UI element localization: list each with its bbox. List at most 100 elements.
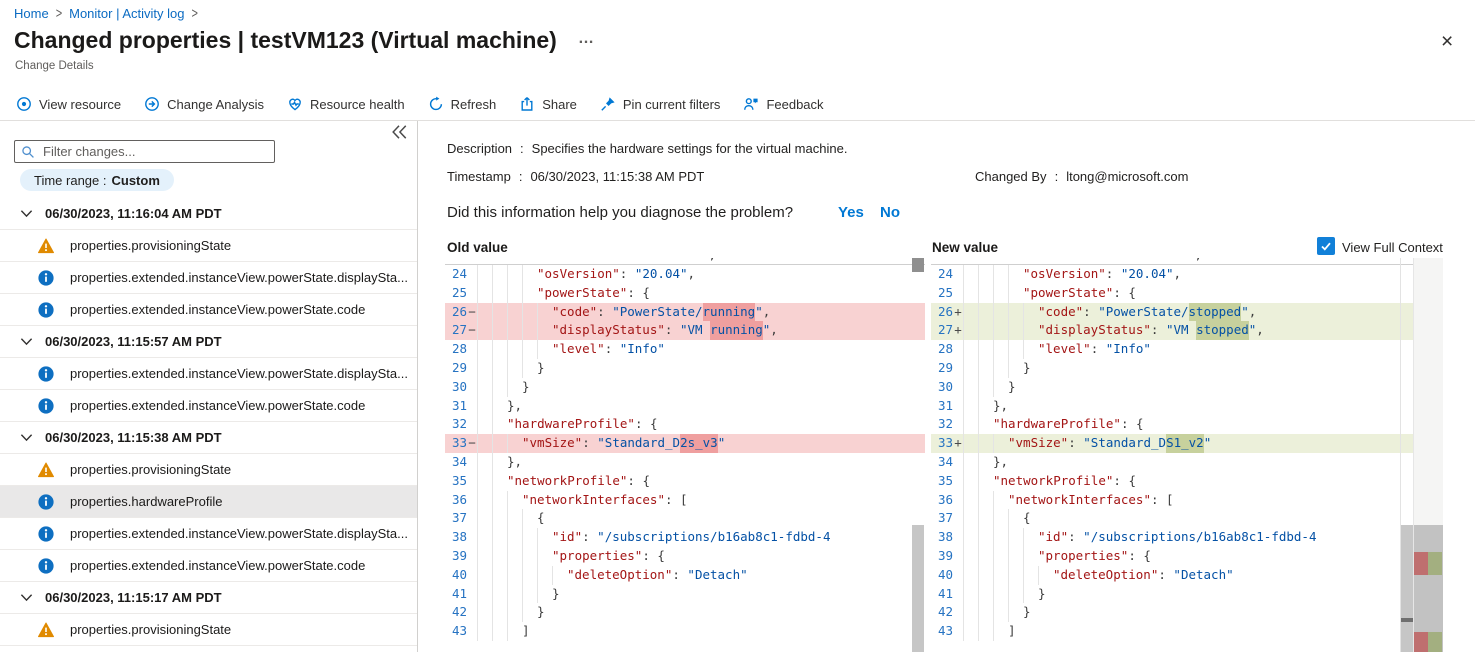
line-number: 27 [937,322,953,338]
toolbar-label: Share [542,96,577,112]
toolbar-label: Change Analysis [167,96,264,112]
old-value-editor[interactable]: ",24"osVersion": "20.04",25"powerState":… [445,258,925,652]
toolbar-refresh[interactable]: Refresh [428,96,496,112]
indent-guides [963,452,993,472]
change-item[interactable]: properties.extended.instanceView.powerSt… [0,390,417,422]
diff-sign-minus: − [468,303,476,319]
toolbar-feedback[interactable]: Feedback [743,96,824,112]
toolbar-share[interactable]: Share [519,96,577,112]
indent-guides [963,490,1008,510]
change-group-timestamp: 06/30/2023, 11:15:38 AM PDT [45,430,222,445]
time-range-value: Custom [111,172,160,188]
diff-sign-none [467,528,477,547]
diff-sign-none [953,603,963,622]
breadcrumb-link[interactable]: Monitor | Activity log [69,6,185,21]
diff-removed-mark [1414,632,1428,652]
diff-sign-none [953,340,963,359]
diff-sign-plus: + [954,435,962,451]
view-full-context-checkbox[interactable] [1317,237,1335,255]
no-link[interactable]: No [880,204,900,221]
change-item-label: properties.extended.instanceView.powerSt… [70,526,408,541]
toolbar-resource-health[interactable]: Resource health [287,96,405,112]
code-line: 31}, [445,396,925,416]
filter-input[interactable] [41,143,268,160]
change-item[interactable]: properties.provisioningState [0,454,417,486]
line-number: 29 [451,359,467,375]
code-line: 32"hardwareProfile": { [445,415,925,435]
diff-sign-none [953,359,963,378]
change-group-header[interactable]: 06/30/2023, 11:15:17 AM PDT [0,582,417,614]
change-item-label: properties.provisioningState [70,238,232,253]
diff-sign-none [467,340,477,359]
change-item-label: properties.extended.instanceView.powerSt… [70,398,366,413]
line-number: 38 [937,529,953,545]
collapse-sidebar-button[interactable] [390,123,408,144]
code-line: 35"networkProfile": { [445,471,925,491]
scrollbar-handle[interactable] [1401,618,1413,622]
code-line: 32"hardwareProfile": { [931,415,1413,435]
line-number: 40 [937,566,953,582]
change-item[interactable]: properties.extended.instanceView.powerSt… [0,294,417,326]
line-number: 41 [937,585,953,601]
change-item[interactable]: properties.extended.instanceView.powerSt… [0,262,417,294]
changes-list: 06/30/2023, 11:16:04 AM PDT properties.pr… [0,198,417,646]
line-number: 32 [937,416,953,432]
code-line: 42} [931,603,1413,623]
indent-guides [477,321,552,341]
toolbar-pin-current-filters[interactable]: Pin current filters [600,96,720,112]
change-item-label: properties.provisioningState [70,622,232,637]
indent-guides [477,490,522,510]
change-group-header[interactable]: 06/30/2023, 11:15:38 AM PDT [0,422,417,454]
feedback-question: Did this information help you diagnose t… [447,204,794,221]
line-number: 30 [451,378,467,394]
indent-guides [963,415,993,435]
code-line: 41} [931,584,1413,604]
new-value-editor[interactable]: ",24"osVersion": "20.04",25"powerState":… [931,258,1443,652]
code-line: 25"powerState": { [445,283,925,303]
close-icon[interactable]: × [1441,30,1454,53]
diff-sign-none [953,472,963,491]
diff-sign-none [467,603,477,622]
code-line: 29} [931,358,1413,378]
scrollbar-thumb[interactable] [912,525,924,652]
code-line: 30} [445,377,925,397]
change-group-header[interactable]: 06/30/2023, 11:16:04 AM PDT [0,198,417,230]
yes-link[interactable]: Yes [838,204,864,221]
toolbar-view-resource[interactable]: View resource [16,96,121,112]
code-line: 38"id": "/subscriptions/b16ab8c1-fdbd-4 [931,528,1413,547]
line-number: 28 [451,341,467,357]
diff-sign-none [953,453,963,472]
scrollbar-thumb[interactable] [912,258,924,272]
toolbar-divider [0,120,1475,121]
code-partial-line: ", [931,258,1413,265]
change-item-label: properties.extended.instanceView.powerSt… [70,270,408,285]
diff-sign-none [467,359,477,378]
description-label: Description [447,141,513,156]
new-scrollbar [1400,258,1413,652]
time-range-pill[interactable]: Time range : Custom [20,169,174,191]
line-number: 28 [937,341,953,357]
change-item[interactable]: properties.provisioningState [0,614,417,646]
diff-sign-plus: + [954,303,962,319]
change-item[interactable]: properties.hardwareProfile [0,486,417,518]
warning-icon [38,462,54,478]
change-item[interactable]: properties.extended.instanceView.powerSt… [0,518,417,550]
indent-guides [963,565,1053,585]
more-menu-icon[interactable]: … [578,30,595,47]
new-code: ",24"osVersion": "20.04",25"powerState":… [931,258,1413,652]
scrollbar-thumb[interactable] [1401,525,1413,652]
diff-sign-none [467,472,477,491]
line-number: 31 [451,397,467,413]
change-item[interactable]: properties.extended.instanceView.powerSt… [0,550,417,582]
change-group-header[interactable]: 06/30/2023, 11:15:57 AM PDT [0,326,417,358]
warning-icon [38,238,54,254]
breadcrumb-link[interactable]: Home [14,6,49,21]
toolbar-change-analysis[interactable]: Change Analysis [144,96,264,112]
check-icon [1321,242,1331,251]
change-item[interactable]: properties.extended.instanceView.powerSt… [0,358,417,390]
code-line: 24"osVersion": "20.04", [445,265,925,284]
indent-guides [477,584,552,604]
resource-health-icon [287,96,303,112]
line-number: 43 [937,623,953,639]
change-item[interactable]: properties.provisioningState [0,230,417,262]
